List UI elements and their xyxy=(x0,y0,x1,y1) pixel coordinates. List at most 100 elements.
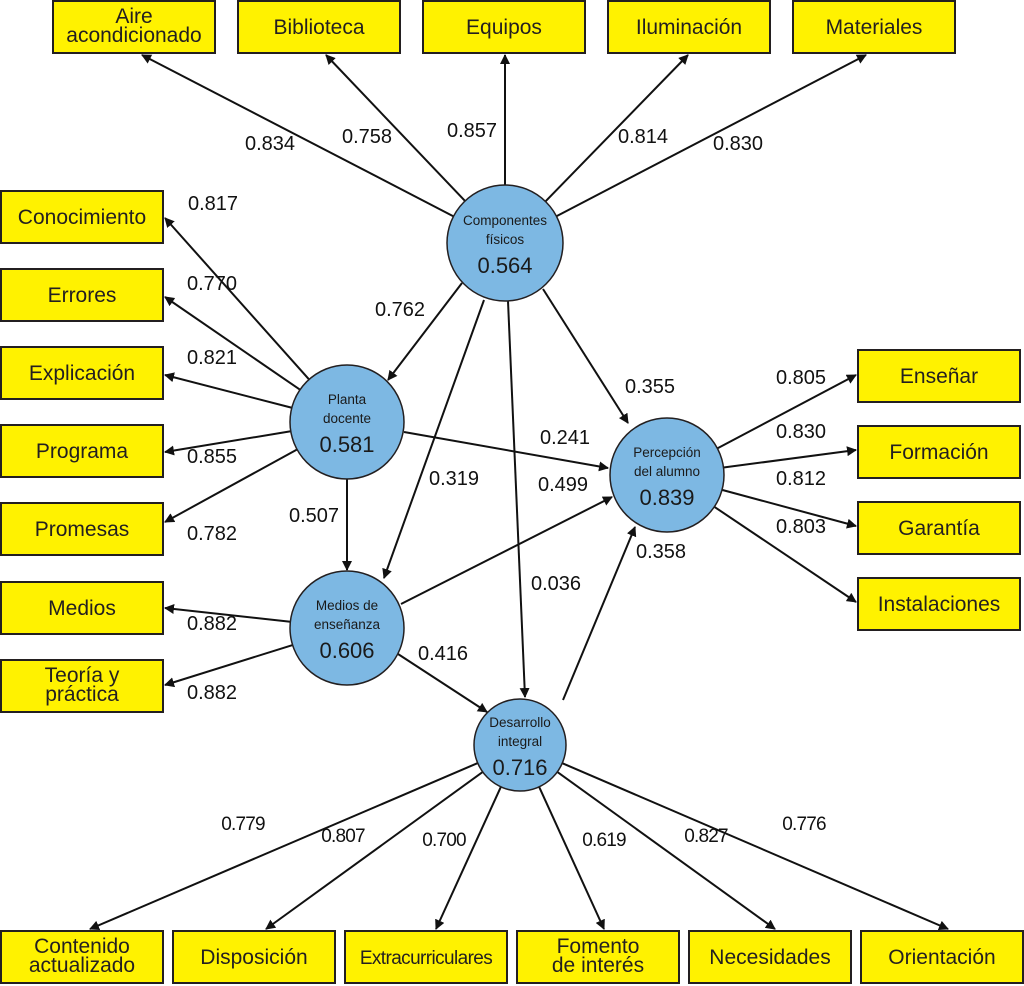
indicator-box-biblioteca: Biblioteca xyxy=(237,0,401,54)
indicator-label: Extracurriculares xyxy=(360,948,492,969)
loading-label: 0.803 xyxy=(776,516,826,538)
loading-edge-errores xyxy=(164,296,301,391)
indicator-label: Fomento xyxy=(557,935,640,958)
loading-label: 0.807 xyxy=(321,826,365,847)
loading-edge-disposicion xyxy=(265,771,484,930)
loading-label: 0.830 xyxy=(713,133,763,155)
loading-arrow xyxy=(141,54,454,218)
latent-r2-value: 0.581 xyxy=(319,432,374,457)
path-edge-componentes-medios xyxy=(382,299,485,579)
indicator-label: Enseñar xyxy=(900,365,978,388)
indicator-rect xyxy=(344,930,508,984)
indicator-box-programa: Programa xyxy=(0,424,164,478)
latent-node-planta: Planta docente 0.581 xyxy=(289,364,405,480)
indicator-rect xyxy=(857,501,1021,555)
path-edge-componentes-percepcion xyxy=(542,288,629,424)
indicator-label: Medios xyxy=(48,597,116,620)
loading-edge-necesidades xyxy=(556,771,776,930)
indicator-box-orientacion: Orientación xyxy=(860,930,1024,984)
loading-label: 0.827 xyxy=(684,826,728,847)
indicator-label: de interés xyxy=(552,954,644,977)
loading-edge-garantia xyxy=(721,488,857,529)
indicator-box-ensenar: Enseñar xyxy=(857,349,1021,403)
loading-arrow xyxy=(164,448,298,523)
indicator-label: Orientación xyxy=(888,946,995,969)
latent-name: Percepción xyxy=(633,445,701,460)
latent-r2-value: 0.606 xyxy=(319,638,374,663)
loading-label: 0.817 xyxy=(188,193,238,215)
indicator-box-conocimiento: Conocimiento xyxy=(0,190,164,244)
latent-name: Medios de xyxy=(316,598,378,613)
loading-arrow xyxy=(721,488,857,529)
latent-name: del alumno xyxy=(634,464,700,479)
indicator-label: Programa xyxy=(36,440,129,463)
loading-edge-orientacion xyxy=(561,762,949,931)
latent-name: Planta xyxy=(328,392,367,407)
loading-arrow xyxy=(544,54,689,203)
path-edge-medios-desarrollo xyxy=(397,653,488,713)
latent-circle xyxy=(473,698,567,792)
loading-label: 0.882 xyxy=(187,613,237,635)
latent-name: docente xyxy=(323,411,371,426)
loading-edge-extracurriculares xyxy=(435,786,502,930)
indicator-box-formacion: Formación xyxy=(857,425,1021,479)
path-coefficient-label: 0.036 xyxy=(531,573,581,595)
path-coefficient-label: 0.355 xyxy=(625,376,675,398)
indicator-box-iluminacion: Iluminación xyxy=(607,0,771,54)
path-arrow xyxy=(542,288,629,424)
latent-circle xyxy=(289,570,405,686)
loading-edge-iluminacion xyxy=(544,54,689,203)
loading-arrow xyxy=(265,771,484,930)
path-coefficient-label: 0.499 xyxy=(538,474,588,496)
indicator-rect xyxy=(607,0,771,54)
indicator-rect xyxy=(0,659,164,713)
latent-name: enseñanza xyxy=(314,617,381,632)
path-edge-componentes-planta xyxy=(387,282,463,381)
latent-name: Desarrollo xyxy=(489,715,551,730)
indicator-box-promesas: Promesas xyxy=(0,502,164,556)
indicator-rect xyxy=(0,581,164,635)
indicator-rect xyxy=(0,190,164,244)
loading-label: 0.779 xyxy=(221,814,265,835)
loading-arrow xyxy=(164,430,291,456)
loading-arrow xyxy=(164,372,293,409)
loading-label: 0.619 xyxy=(582,830,626,851)
indicator-rect xyxy=(857,349,1021,403)
indicator-label: Equipos xyxy=(466,16,542,39)
loading-arrow xyxy=(538,786,605,930)
indicator-label: Iluminación xyxy=(636,16,742,39)
indicator-label: Biblioteca xyxy=(273,16,364,39)
path-coefficient-label: 0.319 xyxy=(429,468,479,490)
loading-label: 0.857 xyxy=(447,120,497,142)
latent-r2-value: 0.839 xyxy=(639,485,694,510)
indicator-box-garantia: Garantía xyxy=(857,501,1021,555)
indicator-box-necesidades: Necesidades xyxy=(688,930,852,984)
indicator-label: Materiales xyxy=(826,16,923,39)
latent-circle xyxy=(289,364,405,480)
path-arrow xyxy=(507,300,530,698)
loading-label: 0.882 xyxy=(187,682,237,704)
indicator-rect xyxy=(688,930,852,984)
indicator-rect xyxy=(172,930,336,984)
latent-node-medios: Medios de enseñanza 0.606 xyxy=(289,570,405,686)
indicator-label: Disposición xyxy=(200,946,307,969)
indicator-rect xyxy=(0,346,164,400)
loading-edge-aire xyxy=(141,54,454,218)
loading-arrow xyxy=(556,771,776,930)
path-arrow xyxy=(562,526,637,701)
loading-arrow xyxy=(164,604,291,623)
loading-label: 0.830 xyxy=(776,421,826,443)
loading-edge-formacion xyxy=(723,446,857,469)
loading-edge-explicacion xyxy=(164,372,293,409)
path-arrow xyxy=(387,282,463,381)
latent-node-percepcion: Percepción del alumno 0.839 xyxy=(609,417,725,533)
loading-arrow xyxy=(435,786,502,930)
indicator-label: práctica xyxy=(45,683,119,706)
loading-label: 0.855 xyxy=(187,446,237,468)
indicator-rect xyxy=(0,930,164,984)
